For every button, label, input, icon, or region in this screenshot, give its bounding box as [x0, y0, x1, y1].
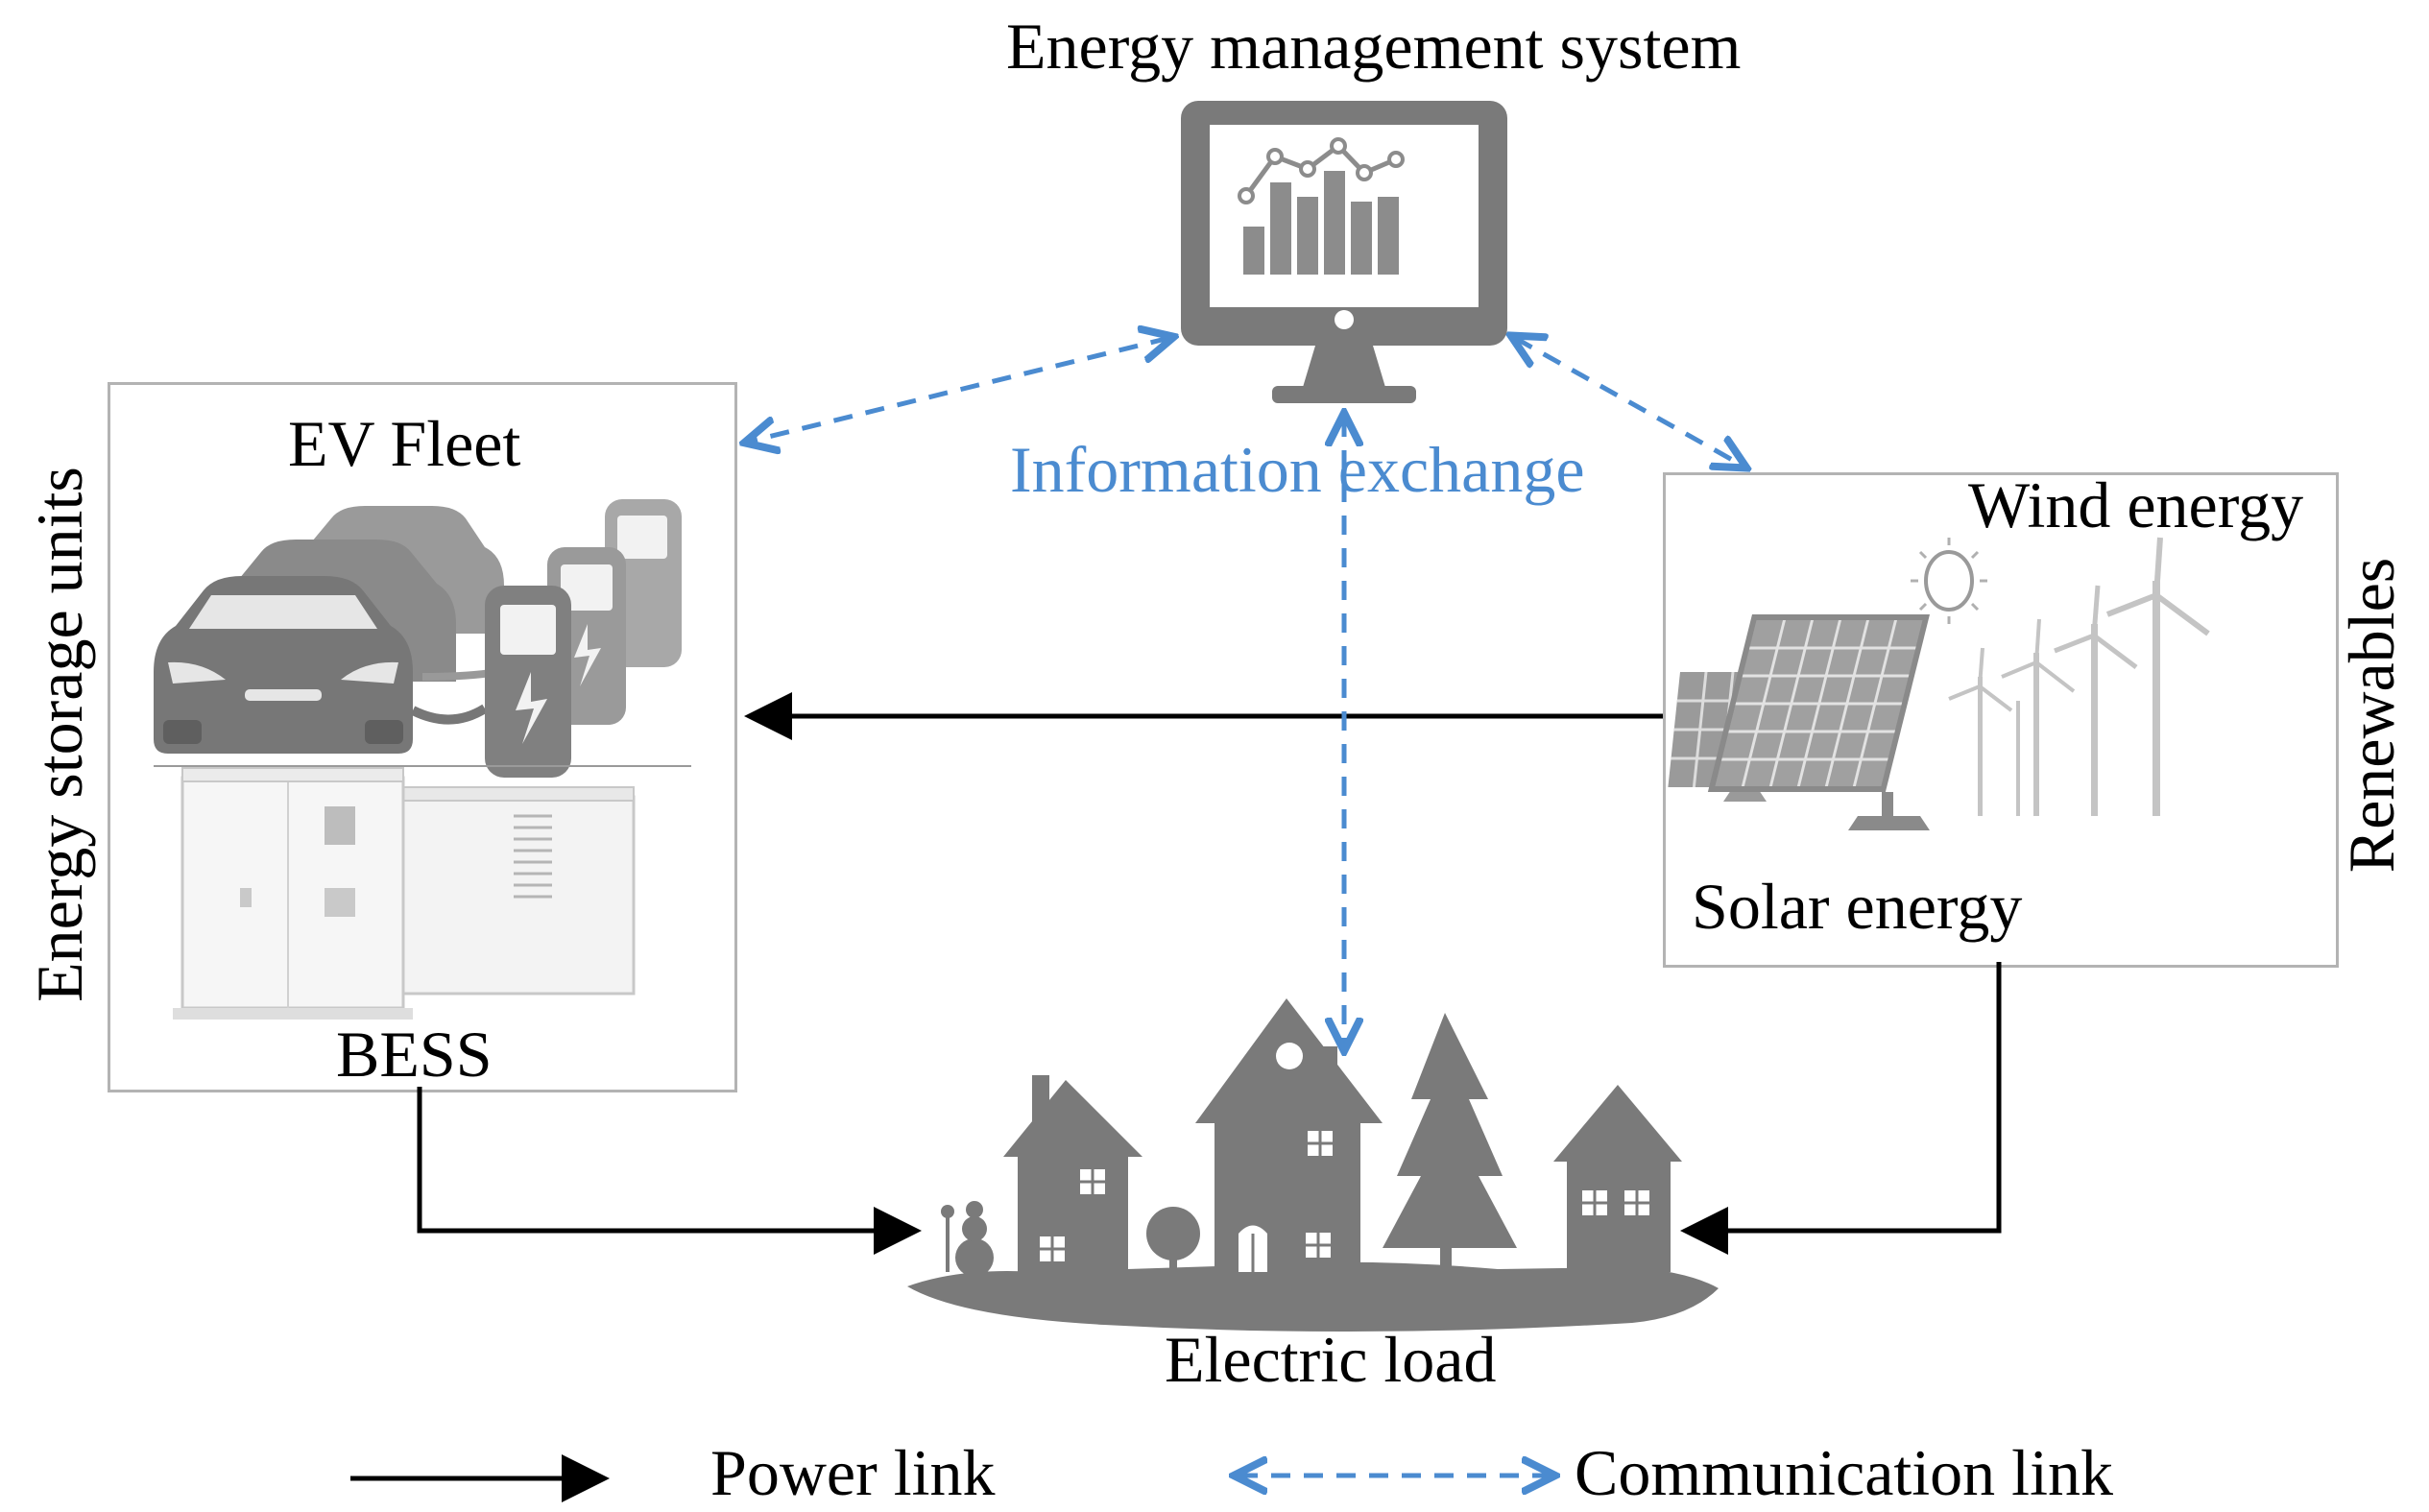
- legend-comm-label: Communication link: [1575, 1436, 2113, 1509]
- power-link-storage-to-load: [417, 1087, 922, 1255]
- monitor-icon: [1181, 101, 1507, 403]
- bess-icon: [173, 767, 636, 1020]
- solar-panel-icon: [1668, 538, 1987, 830]
- comm-link-ems-renewables: [1515, 338, 1743, 466]
- ev-fleet-label: EV Fleet: [288, 407, 521, 480]
- energy-storage-box: [108, 382, 737, 1092]
- village-icon: [907, 998, 1719, 1332]
- wind-energy-label: Wind energy: [1968, 468, 2304, 541]
- sun-icon: [1911, 538, 1987, 624]
- renewables-label: Renewables: [2335, 557, 2408, 874]
- bess-label: BESS: [336, 1018, 493, 1091]
- comm-links: [749, 338, 1743, 1046]
- power-links: [417, 692, 2002, 1255]
- ev-fleet-icon: [154, 499, 682, 778]
- solar-energy-label: Solar energy: [1692, 870, 2023, 943]
- comm-link-ems-storage: [749, 338, 1169, 442]
- electric-load-label: Electric load: [1165, 1323, 1497, 1396]
- power-link-renewables-to-load: [1680, 962, 2002, 1255]
- ems-title: Energy management system: [1006, 10, 1742, 83]
- information-exchange-label: Information exchange: [1010, 433, 1585, 506]
- energy-storage-units-label: Energy storage units: [23, 467, 96, 1002]
- village-windows: [1040, 1043, 1649, 1272]
- legend-power-label: Power link: [710, 1436, 996, 1509]
- wind-turbine-icon: [1948, 537, 2210, 816]
